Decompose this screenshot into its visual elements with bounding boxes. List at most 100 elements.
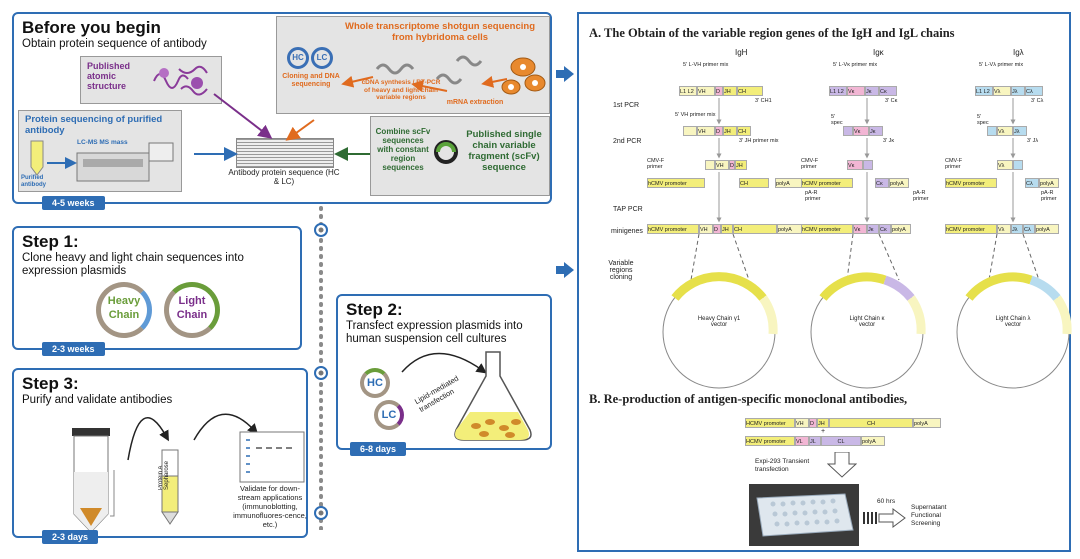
light-chain-plasmid-icon: Light Chain [164, 282, 220, 338]
step3-title: Step 3: [22, 374, 79, 393]
panel-title: Before you begin [22, 18, 161, 37]
segment-vk: Vκ [847, 160, 863, 170]
promoter-bar: hCMV promoter [647, 224, 699, 234]
weeks-badge: 4-5 weeks [42, 196, 105, 210]
segment-vk: Vκ [847, 86, 865, 96]
segment-jk: Jκ [865, 86, 879, 96]
primer-label: 5' L-Vλ primer mix [979, 62, 1024, 68]
promoter-bar: hCMV promoter [801, 224, 853, 234]
segment-vh: VH [697, 126, 715, 136]
down-arrow-icon [827, 452, 857, 478]
vector-diagram [662, 98, 1072, 389]
step3-desc: Purify and validate antibodies [22, 394, 173, 406]
step2-panel: Step 2: Transfect expression plasmids in… [336, 294, 552, 456]
promoter-bar: hCMV promoter [945, 224, 997, 234]
segment-jh: JH [735, 160, 747, 170]
segment-d: D [715, 126, 723, 136]
segment-vl: Vλ [997, 160, 1013, 170]
segment-d: D [729, 160, 735, 170]
primer-label: 5' spec [831, 114, 843, 126]
segment-jk: Jκ [869, 126, 883, 136]
primer-label: 3' JH primer mix [739, 138, 779, 144]
segment-vh: VH [795, 418, 809, 428]
polya-bar: polyA [889, 178, 909, 188]
supernatant-label: Supernatant Functional Screening [911, 504, 947, 527]
atomic-structure-box: Published atomic structure [80, 56, 222, 104]
primer-label: 5' L-Vκ primer mix [833, 62, 878, 68]
segment-bar [1013, 160, 1023, 170]
col-igl: Igλ [1013, 48, 1024, 57]
right-arrow-icon [556, 262, 574, 278]
validate-label: Validate for down-stream applications (i… [233, 484, 307, 529]
segment-jl: Jλ [1011, 224, 1023, 234]
lcms-instrument-icon [30, 140, 174, 182]
primer-label: 3' CH1 [755, 98, 772, 104]
right-figure: A. The Obtain of the variable region gen… [577, 12, 1072, 552]
expi-label: Expi-293 Transient transfection [755, 458, 810, 473]
right-arrow-icon [863, 508, 906, 528]
segment-cl: Cλ [1025, 86, 1043, 96]
wts-box: Whole transcriptome shotgun sequencing f… [276, 16, 550, 114]
segment-vk: Vκ [853, 224, 867, 234]
segment-l1l2: L1 L2 [829, 86, 847, 96]
atomic-structure-label: Published atomic structure [87, 61, 131, 91]
weeks-badge: 2-3 weeks [42, 342, 105, 356]
promoter-bar: hCMV promoter [801, 178, 853, 188]
segment-d: D [715, 86, 723, 96]
wts-title: Whole transcriptome shotgun sequencing f… [344, 21, 535, 43]
segment-ck: Cκ [875, 178, 889, 188]
primer-label: pA-R primer [805, 190, 821, 202]
primer-label: CMV-F primer [647, 158, 665, 170]
segment-ck: Cκ [879, 86, 897, 96]
var-cloning-label: Variable regions cloning [608, 260, 634, 281]
flask-icon [401, 351, 532, 441]
primer-label: pA-R primer [1041, 190, 1057, 202]
lcms-label: LC-MS MS mass [77, 139, 128, 146]
step2-desc: Transfect expression plasmids into human… [346, 320, 523, 345]
timeline-dots [314, 200, 328, 530]
weeks-badge: 6-8 days [350, 442, 407, 456]
polya-bar: polyA [1035, 224, 1059, 234]
step3-panel: Step 3: Purify and validate antibodies P… [12, 368, 308, 544]
purified-label: Purified antibody [21, 175, 46, 188]
protein-structure-icon [153, 65, 208, 96]
primer-label: 5' VH primer mix [675, 112, 716, 118]
primer-label: CMV-F primer [801, 158, 819, 170]
protein-seq-title: Protein sequencing of purified antibody [25, 114, 163, 136]
weeks-badge: 2-3 days [42, 530, 99, 544]
segment-bar [705, 160, 715, 170]
segment-jh: JH [723, 126, 737, 136]
primer-label: 3' Cκ [885, 98, 898, 104]
sequence-graphic [236, 138, 334, 168]
segment-cl: Cλ [1023, 224, 1035, 234]
segment-vh: VH [699, 224, 713, 234]
hc-plasmid-icon: HC [287, 47, 309, 69]
mrna-label: mRNA extraction [446, 99, 504, 106]
panel-subtitle: Obtain protein sequence of antibody [22, 38, 207, 50]
heavy-chain-label: Chain [108, 309, 140, 321]
primer-label: 5' spec [977, 114, 989, 126]
minigenes-label: minigenes [611, 228, 643, 235]
pcr2-label: 2nd PCR [613, 138, 642, 145]
promoter-bar: hCMV promoter [945, 178, 997, 188]
segment-vl: Vλ [997, 126, 1013, 136]
kappa-vector-label: Light Chain κ vector [849, 316, 885, 328]
segment-ch: CH [737, 86, 763, 96]
segment-jh: JH [721, 224, 733, 234]
lc-plasmid-icon: LC [311, 47, 333, 69]
scfv-icon [434, 140, 458, 164]
segment-ch: CH [733, 224, 777, 234]
light-chain-label: Chain [176, 309, 208, 321]
cloning-label: Cloning and DNA sequencing [282, 73, 340, 88]
segment-bar [987, 126, 997, 136]
step1-panel: Step 1: Clone heavy and light chain sequ… [12, 226, 302, 356]
pcr1-label: 1st PCR [613, 102, 640, 109]
step1-title: Step 1: [22, 232, 79, 251]
purification-illustration [72, 413, 305, 533]
cdna-label: cDNA synthesis / RT-PCR of heavy and lig… [361, 79, 441, 101]
primer-label: 3' Jκ [883, 138, 895, 144]
flow-arrows [194, 93, 370, 161]
primer-label: 5' L-VH primer mix [683, 62, 729, 68]
tap-label: TAP PCR [613, 206, 643, 213]
segment-jh: JH [817, 418, 829, 428]
